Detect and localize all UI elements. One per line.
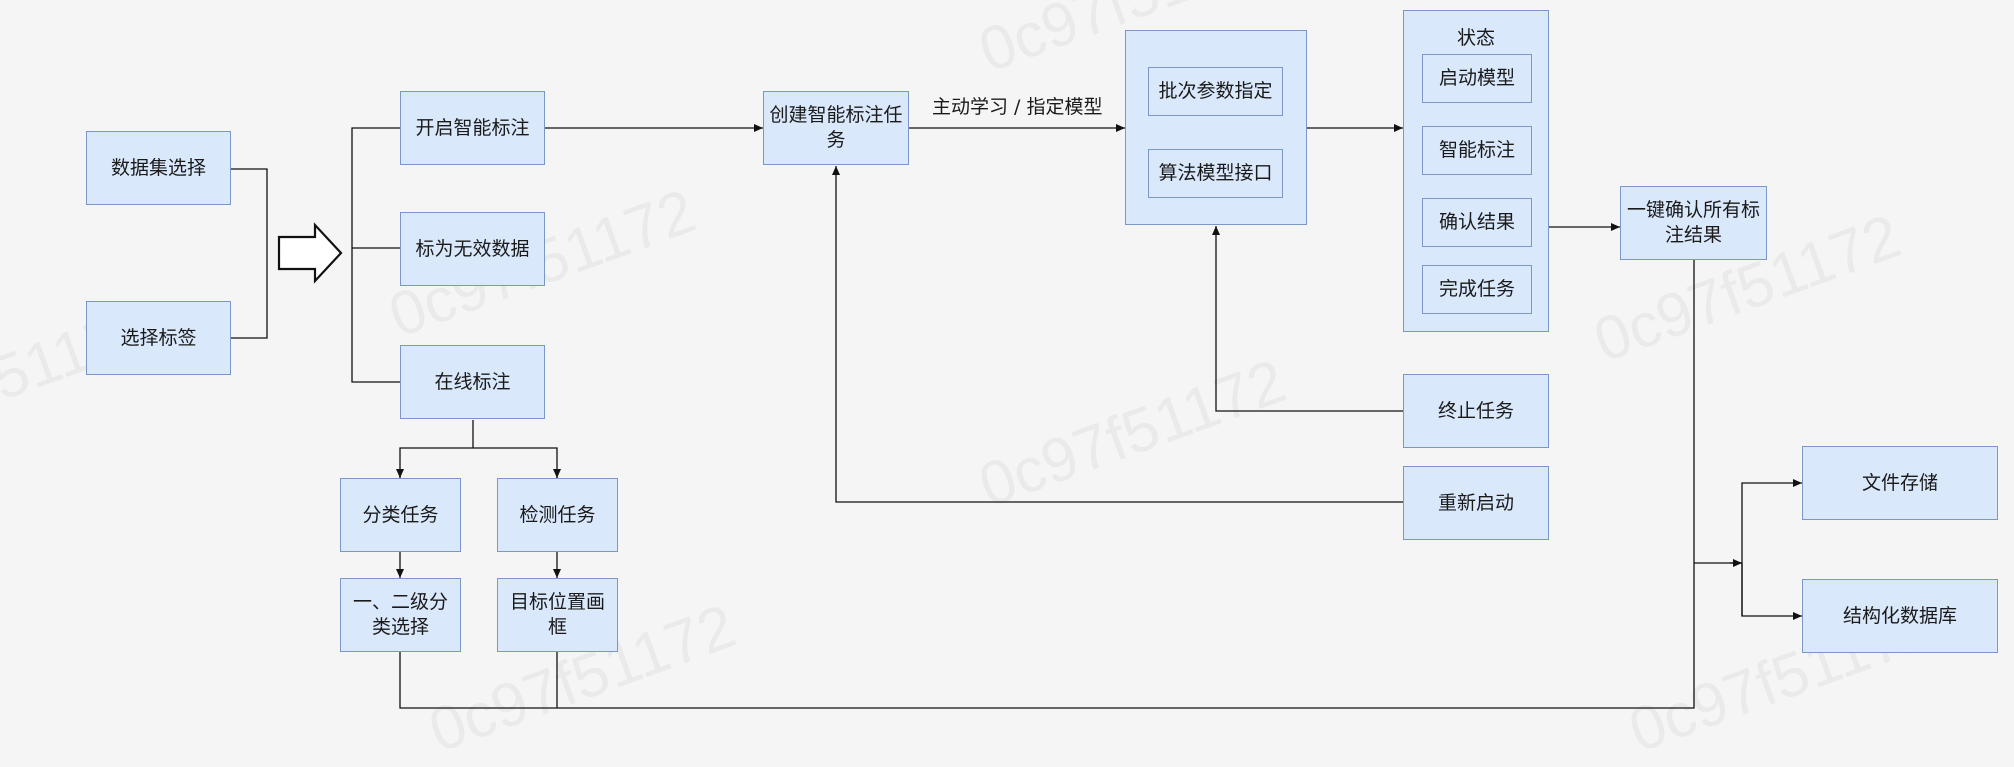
- node-restart: 重新启动: [1403, 466, 1549, 540]
- node-detect-task: 检测任务: [497, 478, 618, 552]
- connector-stop-to-model: [1212, 226, 1403, 412]
- node-start-model: 启动模型: [1422, 54, 1532, 103]
- node-select-label: 选择标签: [86, 301, 231, 375]
- node-mark-invalid: 标为无效数据: [400, 212, 545, 286]
- node-class-select: 一、二级分类选择: [340, 578, 461, 652]
- node-algo-api: 算法模型接口: [1148, 149, 1283, 198]
- connector-restart-to-create: [832, 166, 1403, 503]
- group-model: 批次参数指定 算法模型接口: [1125, 30, 1307, 225]
- node-enable-smart-label: 开启智能标注: [400, 91, 545, 165]
- edge-label-active-learning: 主动学习 / 指定模型: [932, 96, 1103, 118]
- node-create-smart-task: 创建智能标注任务: [763, 91, 909, 165]
- group-state: 状态 启动模型 智能标注 确认结果 完成任务: [1403, 10, 1549, 332]
- node-structured-db: 结构化数据库: [1802, 579, 1998, 653]
- connector-dataset-bracket: [231, 168, 268, 339]
- node-classify-task: 分类任务: [340, 478, 461, 552]
- node-smart-label: 智能标注: [1422, 126, 1532, 175]
- state-title: 状态: [1456, 27, 1495, 49]
- block-arrow-icon: [277, 222, 343, 284]
- connector-online-split: [399, 420, 558, 478]
- node-stop-task: 终止任务: [1403, 374, 1549, 448]
- node-finish-task: 完成任务: [1422, 265, 1532, 314]
- node-dataset-select: 数据集选择: [86, 131, 231, 205]
- connector-options-bracket: [351, 127, 400, 383]
- node-confirm-result: 确认结果: [1422, 198, 1532, 247]
- connectors: [231, 103, 1802, 709]
- connector-bottom-return: [399, 259, 1695, 709]
- node-file-storage: 文件存储: [1802, 446, 1998, 520]
- node-online-label: 在线标注: [400, 345, 545, 419]
- node-bbox-draw: 目标位置画框: [497, 578, 618, 652]
- node-batch-params: 批次参数指定: [1148, 67, 1283, 116]
- node-confirm-all: 一键确认所有标注结果: [1620, 186, 1767, 260]
